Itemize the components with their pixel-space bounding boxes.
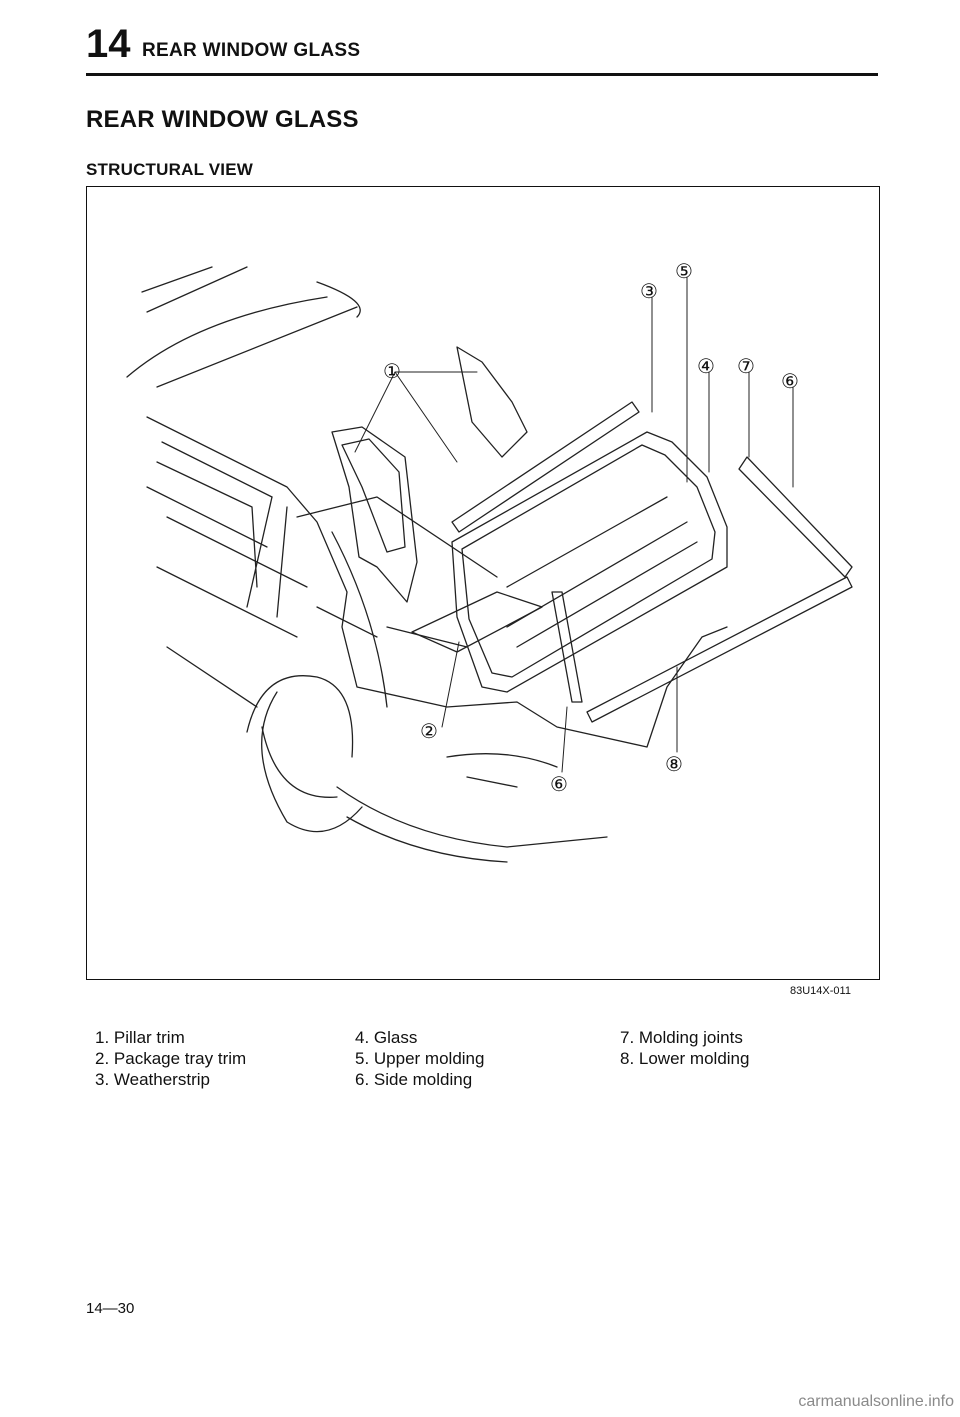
chapter-title: REAR WINDOW GLASS bbox=[142, 40, 361, 61]
upper-molding-strip bbox=[451, 401, 640, 533]
car-body bbox=[146, 416, 728, 748]
pillar-trim-left bbox=[331, 426, 418, 603]
legend-item: 4. Glass bbox=[355, 1028, 418, 1047]
header-rule bbox=[86, 73, 878, 76]
callout-8: ⑧ bbox=[665, 754, 683, 776]
callout-4: ④ bbox=[697, 356, 715, 378]
roof-outline bbox=[126, 266, 361, 388]
section-title: REAR WINDOW GLASS bbox=[86, 106, 359, 133]
legend-column-3: 7. Molding joints 8. Lower molding bbox=[620, 1027, 749, 1069]
subsection-title: STRUCTURAL VIEW bbox=[86, 160, 254, 179]
callout-7: ⑦ bbox=[737, 356, 755, 378]
pillar-trim-right bbox=[456, 346, 528, 458]
side-molding bbox=[738, 456, 853, 578]
glass bbox=[461, 444, 716, 678]
chapter-number: 14 bbox=[86, 22, 131, 66]
legend-item: 8. Lower molding bbox=[620, 1049, 750, 1068]
legend-column-2: 4. Glass 5. Upper molding 6. Side moldin… bbox=[355, 1027, 484, 1090]
package-tray bbox=[411, 591, 543, 653]
callout-6a: ⑥ bbox=[781, 371, 799, 393]
legend-item: 6. Side molding bbox=[355, 1070, 473, 1089]
exploded-diagram bbox=[126, 266, 853, 863]
site-watermark: carmanualsonline.info bbox=[798, 1393, 954, 1410]
legend-item: 7. Molding joints bbox=[620, 1028, 743, 1047]
callout-3: ③ bbox=[640, 281, 658, 303]
lower-molding bbox=[586, 576, 853, 723]
rear-wheel bbox=[246, 675, 354, 798]
legend-item: 1. Pillar trim bbox=[95, 1028, 185, 1047]
callout-1: ① bbox=[383, 361, 401, 383]
callout-5: ⑤ bbox=[675, 261, 693, 283]
callout-2: ② bbox=[420, 721, 438, 743]
rear-bumper bbox=[336, 753, 608, 863]
legend-item: 5. Upper molding bbox=[355, 1049, 485, 1068]
weatherstrip bbox=[451, 431, 728, 693]
structural-view-figure: ① ② ③ ④ ⑤ ⑥ ⑥ ⑦ ⑧ bbox=[86, 186, 880, 980]
legend-item: 3. Weatherstrip bbox=[95, 1070, 210, 1089]
page-header: 14 REAR WINDOW GLASS bbox=[86, 24, 878, 80]
legend-item: 2. Package tray trim bbox=[95, 1049, 247, 1068]
figure-code: 83U14X-011 bbox=[790, 985, 851, 997]
page-number: 14—30 bbox=[86, 1300, 135, 1317]
legend-column-1: 1. Pillar trim 2. Package tray trim 3. W… bbox=[95, 1027, 246, 1090]
callout-6b: ⑥ bbox=[550, 774, 568, 796]
